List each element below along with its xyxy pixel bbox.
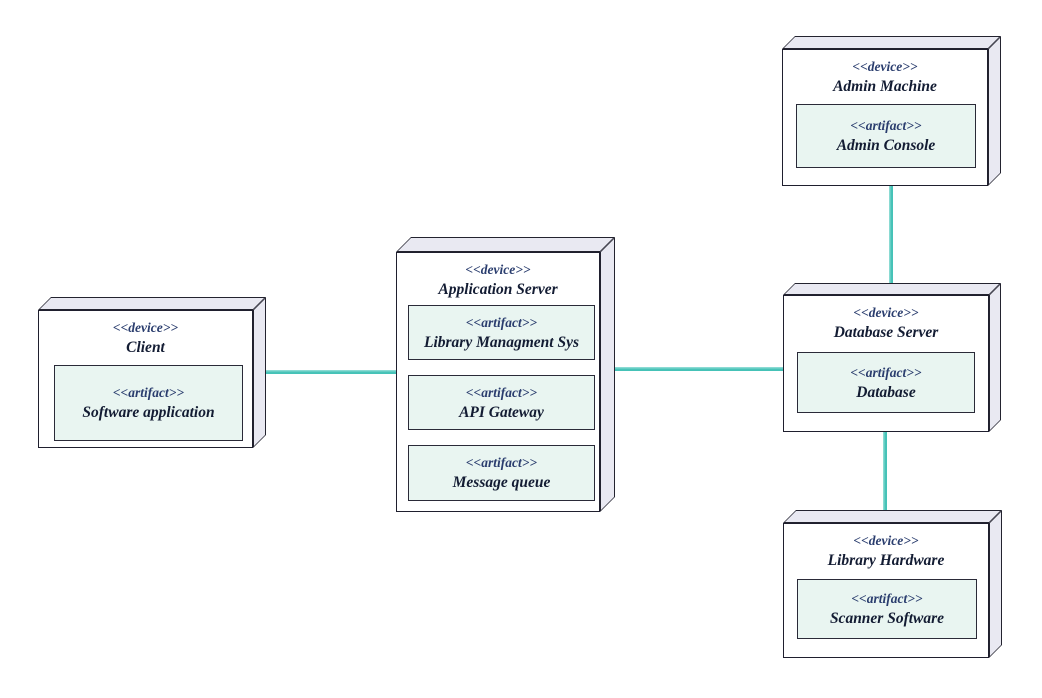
node-top-face [396, 237, 615, 252]
node-name: Library Hardware [827, 552, 945, 569]
node-name: Application Server [438, 281, 558, 298]
node-front-face: <<device>> Library Hardware <<artifact>>… [783, 523, 989, 658]
artifact-stereotype: <<artifact>> [465, 455, 538, 470]
artifact-name: Admin Console [836, 137, 936, 154]
node-name: Database Server [833, 324, 939, 341]
artifact-database: <<artifact>> Database [797, 352, 975, 413]
node-name: Client [126, 339, 165, 356]
artifact-stereotype: <<artifact>> [112, 385, 185, 400]
artifact-stereotype: <<artifact>> [465, 314, 538, 330]
device-stereotype: <<device>> [112, 320, 179, 335]
node-name: Admin Machine [833, 78, 937, 95]
device-stereotype: <<device>> [853, 533, 919, 548]
node-front-face: <<device>> Client <<artifact>> Software … [38, 310, 253, 448]
connector-admin-machine-database-server [889, 184, 893, 296]
node-top-face [782, 36, 1001, 49]
artifact-name: Library Managment Sys [423, 333, 579, 351]
artifact-software-application: <<artifact>> Software application [54, 365, 243, 441]
artifact-admin-console: <<artifact>> Admin Console [796, 104, 976, 168]
artifact-message-queue: <<artifact>> Message queue [408, 445, 595, 501]
connector-app-server-database-server [602, 367, 788, 371]
artifact-scanner-software: <<artifact>> Scanner Software [797, 579, 977, 639]
node-front-face: <<device>> Database Server <<artifact>> … [783, 295, 989, 432]
artifact-name: API Gateway [459, 403, 544, 421]
device-stereotype: <<device>> [852, 59, 918, 74]
artifact-library-managment-sys: <<artifact>> Library Managment Sys [408, 305, 595, 360]
node-side-face [989, 510, 1002, 658]
artifact-stereotype: <<artifact>> [850, 364, 922, 380]
artifact-stereotype: <<artifact>> [465, 384, 538, 400]
node-top-face [38, 297, 266, 310]
node-top-face [783, 283, 1001, 295]
artifact-stereotype: <<artifact>> [851, 591, 923, 606]
node-front-face: <<device>> Application Server <<artifact… [396, 252, 600, 512]
connector-client-app-server [245, 370, 403, 374]
node-side-face [988, 36, 1001, 186]
node-side-face [253, 297, 266, 448]
artifact-stereotype: <<artifact>> [850, 118, 922, 133]
node-side-face [989, 283, 1001, 432]
node-top-face [783, 510, 1002, 523]
artifact-name: Scanner Software [829, 610, 945, 627]
device-stereotype: <<device>> [853, 305, 919, 320]
node-front-face: <<device>> Admin Machine <<artifact>> Ad… [782, 49, 988, 186]
artifact-api-gateway: <<artifact>> API Gateway [408, 375, 595, 430]
device-stereotype: <<device>> [465, 262, 531, 277]
connector-database-server-library-hardware [883, 428, 887, 524]
artifact-name: Software application [82, 404, 215, 421]
node-side-face [600, 237, 615, 512]
artifact-name: Message queue [452, 474, 551, 491]
artifact-name: Database [856, 383, 916, 401]
